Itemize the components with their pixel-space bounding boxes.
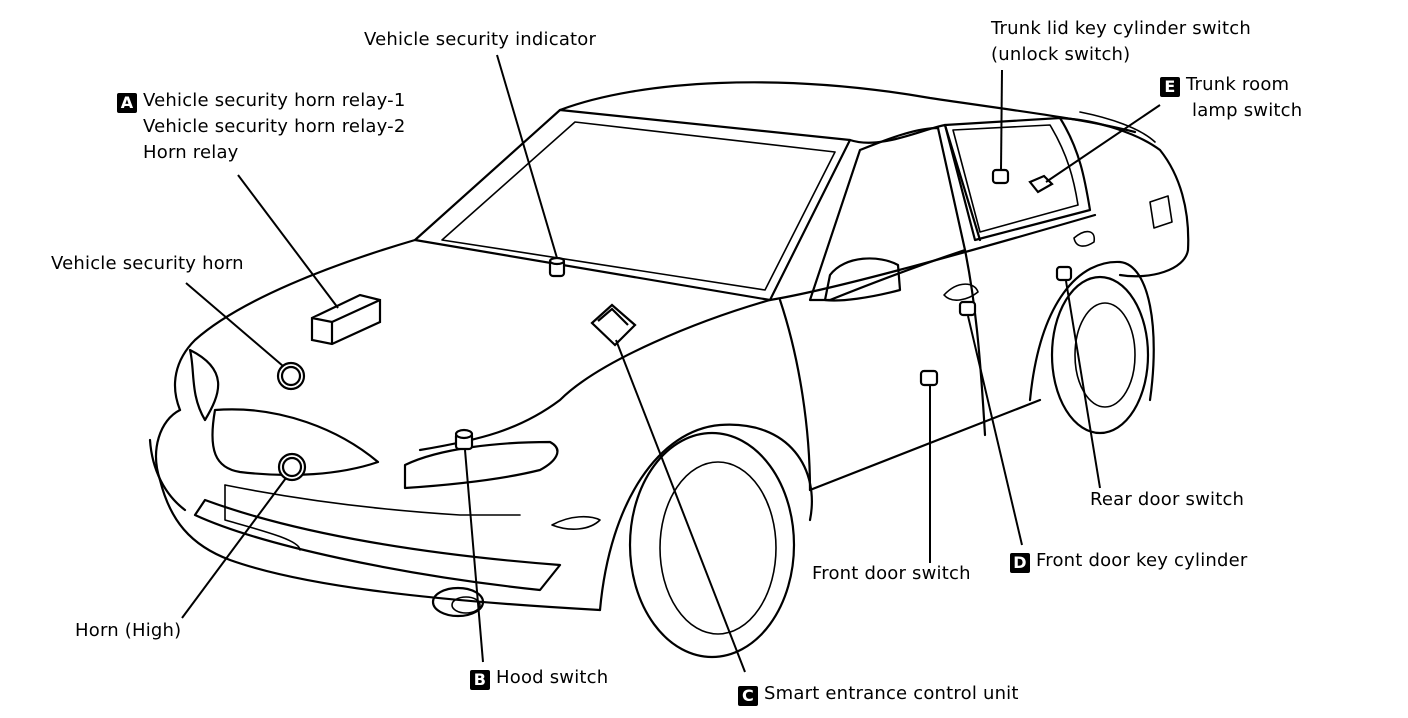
leader-control-unit (615, 339, 746, 673)
label-horn-high: Horn (High) (75, 620, 182, 641)
leader-security-horn (185, 282, 284, 367)
leader-hood-switch (464, 449, 484, 663)
label-vehicle-security-horn: Vehicle security horn (51, 253, 244, 274)
trunk-room-lamp-switch-symbol (1028, 174, 1054, 194)
leader-key-cylinder (967, 315, 1023, 546)
key-badge-c: C (738, 686, 758, 706)
leader-trunk-room-lamp (1045, 104, 1161, 183)
front-door-key-cylinder-symbol (958, 300, 977, 317)
label-front-door-switch: Front door switch (812, 563, 971, 584)
leader-horn-relays (237, 174, 339, 309)
key-badge-b: B (470, 670, 490, 690)
leader-lines (181, 54, 1161, 673)
key-badge-e: E (1160, 77, 1180, 97)
hood-switch-symbol (454, 428, 474, 451)
trunk-lid-switch-symbol (991, 168, 1010, 185)
horn-relay-box (310, 293, 382, 346)
smart-entrance-control-unit-symbol (590, 303, 637, 347)
front-door-switch-symbol (919, 369, 939, 387)
component-symbols (276, 168, 1073, 482)
leader-rear-door-switch (1065, 280, 1101, 489)
car-body (148, 81, 1190, 659)
vehicle-security-horn-symbol (276, 361, 306, 391)
label-vehicle-security-indicator: Vehicle security indicator (364, 29, 597, 50)
key-badge-d: D (1010, 553, 1030, 573)
leader-horn-high (181, 477, 287, 619)
label-rear-door-switch: Rear door switch (1090, 489, 1245, 510)
label-trunk-lid-key-cylinder-switch: Trunk lid key cylinder switch (unlock sw… (991, 18, 1251, 65)
leader-trunk-lid-switch (1000, 69, 1003, 171)
horn-high-symbol (277, 452, 307, 482)
key-badge-a: A (117, 93, 137, 113)
rear-door-switch-symbol (1055, 265, 1073, 282)
security-indicator-symbol (548, 256, 566, 278)
leader-security-indicator (496, 54, 558, 259)
